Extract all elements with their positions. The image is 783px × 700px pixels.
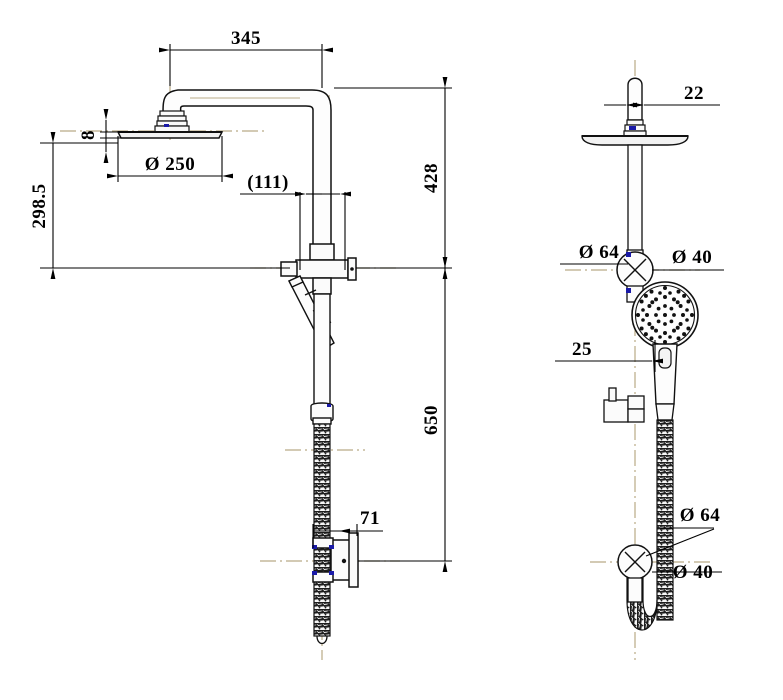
outlet-accents-front <box>312 545 334 575</box>
dimension-428-label: 428 <box>421 163 442 193</box>
leader-dia40-top-label: Ø 40 <box>672 247 713 268</box>
riser-middle-segment <box>313 293 331 407</box>
outlet-center-pin <box>341 558 347 564</box>
hose-nut-accent <box>327 404 331 407</box>
outlet-accent-2 <box>329 545 334 549</box>
side-diverter-assembly <box>616 249 654 303</box>
side-flexible-hose <box>626 419 674 631</box>
dimension-71: 71 <box>312 508 383 548</box>
dimension-dia250: Ø 250 <box>107 136 233 182</box>
leader-dia40-top: Ø 40 <box>652 247 724 271</box>
side-arm-top <box>627 77 643 121</box>
diverter-flange-pin <box>350 267 354 271</box>
diverter-valve-body <box>280 243 357 295</box>
outlet-accent-1 <box>312 545 317 549</box>
dimension-650: 650 <box>356 257 452 572</box>
side-sliding-bracket <box>603 387 645 423</box>
dimension-25: 25 <box>555 339 663 372</box>
outlet-lower-collar <box>312 571 334 583</box>
hose-nut-base <box>312 417 332 425</box>
dimension-71-label: 71 <box>360 508 380 529</box>
dimension-428: 428 <box>334 77 452 279</box>
riser-pipe-middle <box>313 293 331 407</box>
side-head-plate <box>581 135 689 146</box>
dimension-dia250-label: Ø 250 <box>145 154 196 175</box>
side-collar-1 <box>626 119 644 126</box>
leader-dia40-bottom: Ø 40 <box>652 562 722 583</box>
dimension-8-label: 8 <box>78 130 99 140</box>
front-view-group <box>60 86 400 660</box>
leader-dia64-top-label: Ø 64 <box>579 242 620 263</box>
dimension-25-label: 25 <box>572 339 592 360</box>
handle-knob <box>288 275 304 288</box>
dimension-111: (111) <box>240 172 351 270</box>
dimension-298-5: 298.5 <box>29 132 290 279</box>
rain-shower-head-side <box>581 135 689 146</box>
leader-64bot-slant <box>645 528 715 557</box>
outlet-accent-4 <box>329 571 334 575</box>
connector-seal-accent <box>164 124 169 127</box>
connector-collar-2 <box>157 115 187 122</box>
handset-mode-button <box>658 347 672 369</box>
side-hose-right-leg <box>656 419 674 621</box>
rain-shower-head-front <box>116 131 224 139</box>
handset-hose-socket <box>655 403 675 421</box>
leader-dia64-top: Ø 64 <box>560 242 628 265</box>
side-outlet-stem <box>627 577 643 603</box>
flexible-hose-front <box>313 423 331 645</box>
bracket-lever <box>608 387 617 402</box>
side-diverter-cross-handle <box>623 258 647 282</box>
dimension-111-label: (111) <box>247 172 289 193</box>
side-wall-outlet <box>617 544 653 603</box>
wall-outlet-bracket-front <box>312 532 359 588</box>
hose-end-cap <box>316 635 328 645</box>
dimension-345-label: 345 <box>231 28 261 49</box>
leader-dia64-bottom-label: Ø 64 <box>680 505 721 526</box>
side-arm-outline <box>627 77 643 121</box>
bracket-clamp-upper <box>627 395 645 410</box>
hose-coupling-front <box>310 402 334 425</box>
outlet-accent-3 <box>312 571 317 575</box>
handle-rib-1 <box>304 289 317 296</box>
dimension-8: 8 <box>78 109 140 163</box>
side-connector-accent <box>629 126 636 130</box>
dimension-345: 345 <box>159 28 333 88</box>
bracket-body <box>603 399 629 423</box>
dimension-22-label: 22 <box>684 83 704 104</box>
diverter-main-block <box>295 259 349 279</box>
bracket-clamp-lower <box>627 408 645 423</box>
side-head-connector <box>623 119 647 137</box>
leader-dia40-bottom-label: Ø 40 <box>673 562 714 583</box>
side-diverter-accent-top <box>626 252 631 257</box>
diverter-left-boss <box>280 261 298 277</box>
leader-dia64-bottom: Ø 64 <box>645 505 721 557</box>
dimension-650-label: 650 <box>421 405 442 435</box>
side-riser-upper <box>627 144 643 256</box>
connector-collar-1 <box>159 110 185 117</box>
dimension-298-5-label: 298.5 <box>29 183 50 228</box>
connector-collar-3 <box>156 120 188 127</box>
diverter-lower-sleeve <box>312 277 332 295</box>
outlet-wall-flange <box>348 532 359 588</box>
head-connector-fitting <box>154 110 190 133</box>
hose-body <box>313 423 331 637</box>
side-diverter-accent-bottom <box>626 288 631 293</box>
side-riser-pipe <box>627 144 643 256</box>
dimension-22: 22 <box>604 83 720 108</box>
diverter-upper-sleeve <box>309 243 335 261</box>
side-outlet-cross <box>624 551 646 573</box>
